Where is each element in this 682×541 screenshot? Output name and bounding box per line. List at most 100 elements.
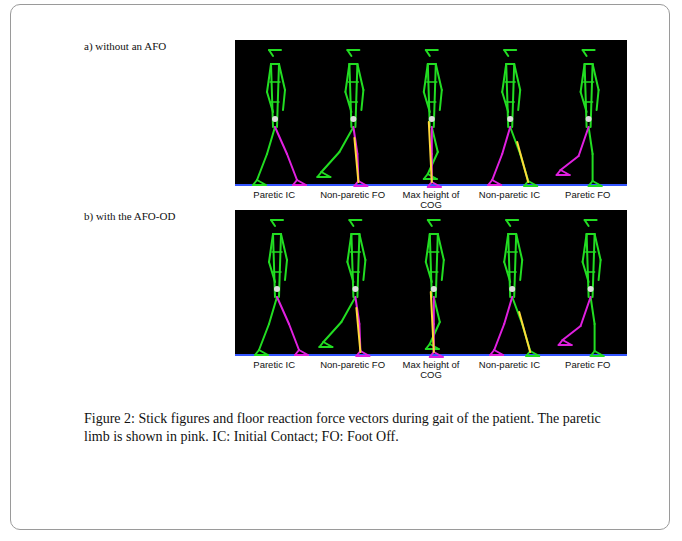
leg (504, 297, 512, 324)
arm (518, 90, 520, 110)
panel-a-ground (235, 40, 627, 186)
head (269, 50, 273, 56)
phase-label: Non-paretic IC (471, 360, 547, 370)
leg (581, 297, 591, 326)
leg (287, 154, 297, 180)
arm (583, 234, 587, 262)
shoulders (506, 63, 514, 65)
figure-caption: Figure 2: Stick figures and floor reacti… (84, 410, 624, 446)
arm (514, 64, 520, 90)
leg (269, 297, 277, 324)
phase-label: Non-paretic FO (315, 360, 391, 370)
torso (270, 81, 280, 83)
torso (273, 271, 281, 273)
force-vector (517, 142, 528, 182)
arm (581, 92, 587, 112)
leg (339, 127, 353, 152)
phase-label: Paretic FO (550, 190, 626, 200)
leg (492, 154, 502, 180)
torso (427, 81, 437, 83)
arm (426, 262, 432, 282)
torso (584, 81, 594, 83)
torso (508, 271, 516, 273)
phase-label: Non-paretic IC (471, 190, 547, 200)
phase-label: Non-paretic FO (315, 190, 391, 200)
foot (430, 356, 443, 358)
leg (267, 127, 275, 154)
arm (347, 234, 351, 262)
cog-marker (431, 286, 437, 292)
arm (502, 92, 508, 112)
shoulders (430, 233, 438, 235)
force-vector (429, 122, 432, 182)
leg (259, 324, 269, 350)
cog-marker (272, 116, 278, 122)
arm (363, 260, 365, 280)
foot (356, 355, 369, 357)
leg (591, 297, 595, 324)
foot (354, 185, 367, 187)
cog-marker (509, 286, 515, 292)
head (426, 49, 438, 51)
arm (599, 260, 601, 280)
foot (424, 178, 437, 180)
force-vector (519, 312, 530, 352)
head (428, 220, 432, 226)
arm (516, 234, 522, 260)
foot (490, 354, 503, 356)
arm (281, 234, 287, 260)
torso (428, 101, 436, 103)
leg (592, 154, 594, 181)
arm (283, 90, 285, 110)
torso (587, 271, 595, 273)
foot (317, 176, 330, 178)
leg (502, 127, 510, 154)
arm (504, 234, 508, 262)
leg (321, 152, 339, 172)
arm (267, 64, 271, 92)
head (583, 50, 587, 56)
arm (359, 234, 365, 260)
leg (277, 297, 289, 324)
foot (319, 346, 332, 348)
leg (341, 297, 355, 322)
leg (289, 324, 299, 350)
foot (559, 344, 572, 346)
shoulders (273, 233, 281, 235)
shoulders (351, 233, 359, 235)
head (347, 49, 359, 51)
cog-marker (588, 286, 594, 292)
torso (506, 101, 514, 103)
arm (504, 262, 510, 282)
head (271, 219, 283, 221)
arm (279, 64, 285, 90)
stick-figures (253, 50, 604, 357)
torso (271, 101, 279, 103)
arm (581, 64, 585, 92)
head (428, 219, 440, 221)
arm (583, 262, 589, 282)
leg (594, 324, 596, 351)
arm (502, 64, 506, 92)
leg (579, 127, 589, 156)
foot (428, 186, 441, 188)
head (347, 50, 351, 56)
leg (494, 324, 504, 350)
torso (272, 251, 282, 253)
arm (426, 234, 430, 262)
arm (440, 90, 442, 110)
arm (442, 260, 444, 280)
foot (589, 185, 602, 187)
head (583, 49, 595, 51)
leg (323, 322, 341, 342)
shoulders (349, 63, 357, 65)
cog-marker (586, 116, 592, 122)
torso (349, 101, 357, 103)
foot (253, 184, 266, 186)
arm (347, 262, 353, 282)
foot (255, 354, 268, 356)
foot (488, 184, 501, 186)
head (349, 220, 353, 226)
cog-marker (352, 286, 358, 292)
leg (275, 127, 287, 154)
